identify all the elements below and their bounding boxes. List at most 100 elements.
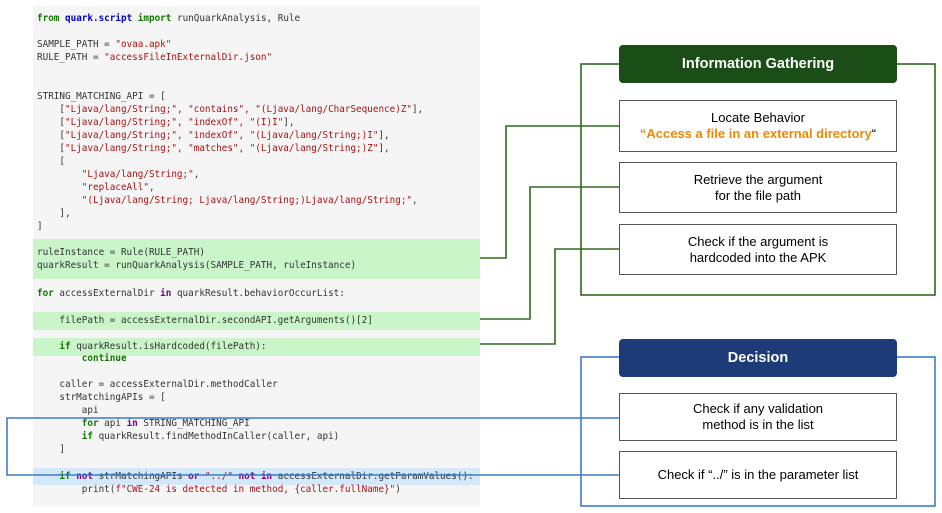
behavior-name: Access a file in an external directory	[646, 126, 872, 141]
code-text: ],	[378, 130, 390, 141]
code-line-matching-row: ["Ljava/lang/String;", "matches", "(Ljav…	[37, 142, 390, 155]
step-check-hardcoded: Check if the argument is hardcoded into …	[619, 224, 897, 275]
keyword-continue: continue	[81, 353, 127, 364]
code-text: [	[37, 117, 65, 128]
code-line-sample-path: SAMPLE_PATH = "ovaa.apk"	[37, 38, 171, 51]
step-text: Check if the argument is	[687, 233, 829, 249]
information-gathering-header: Information Gathering	[619, 45, 897, 83]
code-text: print(	[81, 484, 116, 495]
code-line-matching-row: ["Ljava/lang/String;", "indexOf", "(I)I"…	[37, 116, 295, 129]
code-text: )	[395, 484, 401, 495]
code-text: ],	[283, 117, 295, 128]
code-text: [	[37, 143, 65, 154]
code-line-close-bracket: ]	[37, 444, 65, 455]
step-locate-behavior: Locate Behavior “Access a file in an ext…	[619, 100, 897, 152]
code-line-nested-row: "Ljava/lang/String;",	[37, 168, 200, 181]
code-text: ,	[148, 182, 155, 193]
code-line-file-path: filePath = accessExternalDir.secondAPI.g…	[37, 315, 373, 326]
code-line-print: print(f"CWE-24 is detected in method, {c…	[37, 483, 401, 496]
step-check-validation: Check if any validation method is in the…	[619, 393, 897, 441]
code-line-import: from quark.script import runQuarkAnalysi…	[37, 12, 300, 25]
keyword-for: for	[81, 418, 99, 429]
string-literal: "Ljava/lang/String;", "indexOf", "(I)I"	[65, 117, 284, 128]
keyword-not: not	[70, 471, 93, 482]
string-literal: "Ljava/lang/String;", "indexOf", "(Ljava…	[65, 130, 379, 141]
code-line-caller: caller = accessExternalDir.methodCaller	[37, 379, 278, 390]
keyword-import: import	[137, 13, 172, 24]
string-literal: "accessFileInExternalDir.json"	[104, 52, 273, 63]
code-line-for: for accessExternalDir in quarkResult.beh…	[37, 287, 345, 300]
step-check-parameter-list: Check if “../” is in the parameter list	[619, 451, 897, 499]
code-line-nested-row: "(Ljava/lang/String; Ljava/lang/String;)…	[37, 194, 418, 207]
code-line-nested-row: "replaceAll",	[37, 181, 155, 194]
keyword-in: in	[255, 471, 273, 482]
code-line-str-apis: strMatchingAPIs = [	[37, 392, 166, 403]
connector-validation	[6, 417, 619, 476]
code-text: RULE_PATH =	[37, 52, 105, 63]
code-text: accessExternalDir	[53, 288, 161, 299]
decision-header: Decision	[619, 339, 897, 377]
code-line-rule-path: RULE_PATH = "accessFileInExternalDir.jso…	[37, 51, 272, 64]
quote-mark: “	[639, 126, 647, 141]
keyword-if: if	[59, 471, 71, 482]
keyword-in: in	[126, 418, 138, 429]
keyword-if: if	[59, 341, 71, 352]
string-literal: f"CWE-24 is detected in method, {caller.…	[115, 484, 396, 495]
highlight-hardcoded-check	[33, 338, 480, 356]
keyword-or: or	[188, 471, 200, 482]
code-line-matching-row: ["Ljava/lang/String;", "indexOf", "(Ljav…	[37, 129, 390, 142]
code-text: ,	[193, 169, 200, 180]
module-name: quark.script	[65, 13, 133, 24]
step-text: for the file path	[715, 187, 801, 203]
code-line-matching-row: ["Ljava/lang/String;", "contains", "(Lja…	[37, 103, 423, 116]
string-literal: "Ljava/lang/String;", "matches", "(Ljava…	[65, 143, 379, 154]
code-text: quarkResult.behaviorOccurList:	[171, 288, 345, 299]
step-text: Locate Behavior	[711, 110, 805, 125]
string-literal: "../"	[204, 471, 233, 482]
code-text: accessExternalDir.getParamValues():	[272, 471, 474, 482]
code-line-matching-close: ]	[37, 221, 43, 232]
code-text: ],	[378, 143, 390, 154]
connector-retrieve	[480, 186, 619, 320]
step-text: Check if “../” is in the parameter list	[657, 467, 859, 482]
code-line-for-api: for api in STRING_MATCHING_API	[37, 417, 250, 430]
keyword-from: from	[37, 13, 60, 24]
step-text: “Access a file in an external directory“	[640, 126, 876, 142]
string-literal: "Ljava/lang/String;", "contains", "(Ljav…	[65, 104, 413, 115]
connector-locate	[480, 125, 619, 259]
code-text: quarkResult.isHardcoded(filePath):	[70, 341, 267, 352]
code-text: ,	[412, 195, 418, 206]
string-literal: "(Ljava/lang/String; Ljava/lang/String;)…	[81, 195, 413, 206]
step-text: hardcoded into the APK	[689, 249, 827, 265]
connector-hardcoded	[480, 248, 619, 345]
code-line-quark-result: quarkResult = runQuarkAnalysis(SAMPLE_PA…	[37, 260, 357, 271]
step-retrieve-argument: Retrieve the argument for the file path	[619, 162, 897, 213]
string-literal: "ovaa.apk"	[115, 39, 172, 50]
step-text: method is in the list	[702, 417, 814, 432]
code-line-continue: continue	[37, 352, 127, 365]
keyword-not: not	[232, 471, 256, 482]
step-text: Check if any validation	[692, 401, 824, 416]
highlight-file-path	[33, 312, 480, 330]
code-text: ],	[412, 104, 424, 115]
quote-mark: “	[871, 126, 877, 141]
code-line-matching-open: STRING_MATCHING_API = [	[37, 91, 166, 102]
step-text: Retrieve the argument	[693, 171, 823, 187]
string-literal: "Ljava/lang/String;"	[81, 169, 194, 180]
code-text: SAMPLE_PATH =	[37, 39, 116, 50]
keyword-in: in	[160, 288, 172, 299]
string-literal: "replaceAll"	[81, 182, 149, 193]
code-line-if-hardcoded: if quarkResult.isHardcoded(filePath):	[37, 340, 267, 353]
code-text: strMatchingAPIs	[92, 471, 189, 482]
highlight-rule-instance	[33, 239, 480, 279]
code-line-nested-open: [	[37, 156, 65, 167]
code-line-nested-close: ],	[37, 208, 71, 219]
code-line-if-not: if not strMatchingAPIs or "../" not in a…	[37, 470, 474, 483]
code-text: [	[37, 104, 65, 115]
code-text: STRING_MATCHING_API	[137, 418, 250, 429]
keyword-if: if	[81, 431, 93, 442]
code-text: quarkResult.findMethodInCaller(caller, a…	[92, 431, 340, 442]
keyword-for: for	[37, 288, 54, 299]
code-text: api	[98, 418, 127, 429]
